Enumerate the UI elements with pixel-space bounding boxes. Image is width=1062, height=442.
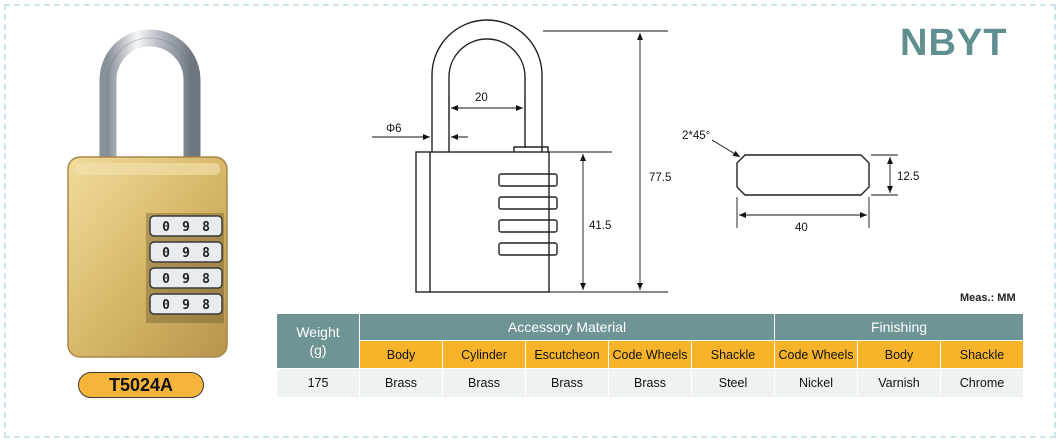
dial-digit: 9 — [182, 298, 190, 313]
dial-digit: 0 — [162, 298, 170, 313]
dial-wheel — [149, 241, 223, 263]
dim-shackle-inner-width: 20 — [475, 92, 488, 104]
dial-wheel — [149, 215, 223, 237]
dim-overall-height: 77.5 — [649, 172, 671, 184]
col-finish-body: Body — [857, 340, 941, 369]
profile-dimensions — [711, 139, 898, 228]
table-row: 175 Brass Brass Brass Brass Steel Nickel… — [276, 368, 1024, 398]
dim-profile-width: 40 — [795, 222, 808, 234]
dial-digit: 8 — [202, 220, 210, 235]
dial-digit: 0 — [162, 220, 170, 235]
dial-wheel — [149, 293, 223, 315]
padlock-shackle — [99, 29, 201, 190]
dim-body-height: 41.5 — [589, 220, 611, 232]
accessory-material-header: Accessory Material — [359, 313, 775, 341]
cell-finish-body: Varnish — [857, 368, 941, 398]
cell-shackle: Steel — [691, 368, 775, 398]
dial-digit: 0 — [162, 246, 170, 261]
dial-digit: 0 — [162, 272, 170, 287]
cell-finish-code-wheels: Nickel — [774, 368, 858, 398]
finishing-header: Finishing — [774, 313, 1024, 341]
cell-finish-shackle: Chrome — [940, 368, 1024, 398]
dial-digit: 9 — [182, 220, 190, 235]
col-escutcheon: Escutcheon — [525, 340, 609, 369]
col-cylinder: Cylinder — [442, 340, 526, 369]
col-body: Body — [359, 340, 443, 369]
spec-table: Weight (g) Accessory Material Finishing … — [276, 313, 1024, 398]
cell-escutcheon: Brass — [525, 368, 609, 398]
front-view-drawing — [415, 19, 558, 293]
cell-body: Brass — [359, 368, 443, 398]
col-finish-code-wheels: Code Wheels — [774, 340, 858, 369]
units-note: Meas.: MM — [960, 292, 1016, 304]
model-badge: T5024A — [78, 372, 204, 398]
weight-header: Weight (g) — [276, 313, 360, 369]
col-finish-shackle: Shackle — [940, 340, 1024, 369]
col-code-wheels: Code Wheels — [608, 340, 692, 369]
dial-wheel — [149, 267, 223, 289]
front-view-dimensions — [372, 30, 668, 293]
dim-profile-thickness: 12.5 — [897, 171, 919, 183]
dial-digit: 9 — [182, 246, 190, 261]
cell-code-wheels: Brass — [608, 368, 692, 398]
cell-weight: 175 — [276, 368, 360, 398]
profile-drawing — [736, 154, 870, 196]
dim-shackle-diameter: Φ6 — [386, 123, 402, 135]
col-shackle: Shackle — [691, 340, 775, 369]
brand-logo: NBYT — [900, 22, 1008, 64]
cell-cylinder: Brass — [442, 368, 526, 398]
dial-digit: 8 — [202, 272, 210, 287]
page-frame — [4, 4, 1056, 438]
dial-digit: 8 — [202, 246, 210, 261]
dial-digit: 8 — [202, 298, 210, 313]
dial-digit: 9 — [182, 272, 190, 287]
dim-chamfer: 2*45° — [682, 130, 710, 142]
